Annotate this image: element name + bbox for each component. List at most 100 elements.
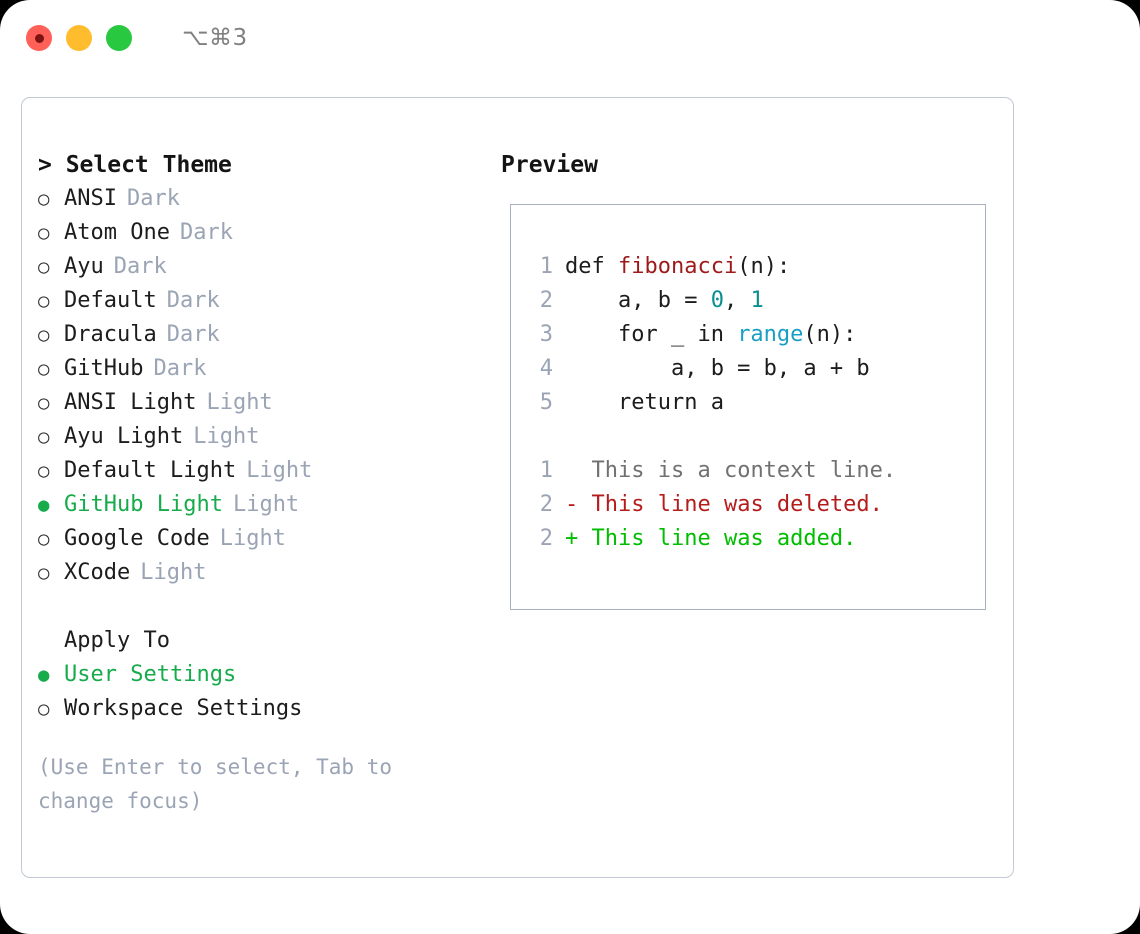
theme-name: ANSI — [64, 186, 117, 211]
theme-variant: Light — [219, 526, 286, 551]
code-token: return a — [565, 390, 724, 415]
theme-variant: Light — [246, 458, 313, 483]
maximize-button[interactable] — [106, 25, 132, 51]
theme-item[interactable]: ○ Ayu Dark — [38, 250, 498, 284]
radio-selected-icon: ● — [38, 494, 50, 516]
theme-name: GitHub — [64, 356, 144, 381]
apply-to-item[interactable]: ○Workspace Settings — [38, 692, 498, 726]
theme-variant: Dark — [166, 322, 220, 347]
code-line: 2 a, b = 0, 1 — [525, 284, 985, 318]
title-bar: ⌥⌘3 — [0, 0, 1140, 76]
theme-variant: Dark — [179, 220, 233, 245]
code-token: (n): — [803, 322, 857, 347]
theme-item[interactable]: ○ ANSI Dark — [38, 182, 498, 216]
code-token: def — [565, 254, 618, 279]
code-token: , — [723, 288, 751, 313]
code-token: for _ in — [565, 322, 738, 347]
theme-name: Default — [64, 288, 157, 313]
theme-name: Dracula — [64, 322, 157, 347]
code-line: 5 return a — [525, 386, 985, 420]
apply-to-item[interactable]: ●User Settings — [38, 658, 498, 692]
diff-sign: - — [565, 492, 592, 517]
code-token: a, b = b, a + b — [565, 356, 870, 381]
code-token: a, b = — [565, 288, 711, 313]
radio-unselected-icon: ○ — [38, 222, 50, 244]
theme-name: Ayu — [64, 254, 104, 279]
theme-name: XCode — [64, 560, 131, 585]
apply-to-list: ●User Settings○Workspace Settings — [38, 658, 498, 726]
radio-unselected-icon: ○ — [38, 188, 50, 210]
code-line: 1 def fibonacci(n): — [525, 250, 985, 284]
code-token: 0 — [710, 288, 724, 313]
diff-line: 2- This line was deleted. — [525, 488, 985, 522]
close-button[interactable] — [26, 25, 52, 51]
theme-variant: Dark — [126, 186, 180, 211]
theme-name: ANSI Light — [64, 390, 197, 415]
code-line: 4 a, b = b, a + b — [525, 352, 985, 386]
keyboard-hint: (Use Enter to select, Tab to change focu… — [38, 755, 393, 813]
theme-variant: Light — [193, 424, 260, 449]
code-blank-line — [525, 420, 985, 454]
diff-text: This line was added. — [591, 526, 857, 551]
line-number: 1 — [539, 254, 553, 279]
line-number: 2 — [539, 288, 553, 313]
theme-item[interactable]: ○ ANSI Light Light — [38, 386, 498, 420]
radio-unselected-icon: ○ — [38, 256, 50, 278]
theme-item[interactable]: ● GitHub Light Light — [38, 488, 498, 522]
code-token: (n): — [737, 254, 791, 279]
theme-item[interactable]: ○ GitHub Dark — [38, 352, 498, 386]
window-controls — [26, 25, 132, 51]
theme-name: Default Light — [64, 458, 237, 483]
code-token: fibonacci — [617, 254, 738, 279]
theme-item[interactable]: ○ XCode Light — [38, 556, 498, 590]
radio-unselected-icon: ○ — [38, 698, 50, 720]
radio-unselected-icon: ○ — [38, 392, 50, 414]
theme-variant: Dark — [113, 254, 167, 279]
line-number: 1 — [539, 458, 553, 483]
preview-header: Preview — [501, 152, 598, 178]
line-number: 2 — [539, 492, 553, 517]
theme-item[interactable]: ○ Dracula Dark — [38, 318, 498, 352]
radio-unselected-icon: ○ — [38, 358, 50, 380]
diff-sign — [565, 454, 592, 488]
theme-item[interactable]: ○ Google Code Light — [38, 522, 498, 556]
list-spacer — [38, 590, 498, 624]
theme-variant: Light — [140, 560, 207, 585]
code-token: range — [737, 322, 804, 347]
minimize-button[interactable] — [66, 25, 92, 51]
diff-line: 2+ This line was added. — [525, 522, 985, 556]
radio-unselected-icon: ○ — [38, 562, 50, 584]
theme-name: GitHub Light — [64, 492, 223, 517]
apply-to-label: User Settings — [64, 662, 237, 687]
select-theme-header: > Select Theme — [38, 152, 232, 178]
radio-unselected-icon: ○ — [38, 290, 50, 312]
apply-to-header: Apply To — [64, 628, 170, 653]
line-number: 2 — [539, 526, 553, 551]
line-number: 5 — [539, 390, 553, 415]
diff-sample: 1 This is a context line.2- This line wa… — [525, 454, 985, 556]
theme-variant: Light — [206, 390, 273, 415]
theme-name: Ayu Light — [64, 424, 184, 449]
radio-unselected-icon: ○ — [38, 528, 50, 550]
theme-name: Google Code — [64, 526, 210, 551]
theme-variant: Dark — [153, 356, 207, 381]
radio-unselected-icon: ○ — [38, 324, 50, 346]
diff-text: This line was deleted. — [591, 492, 883, 517]
keyboard-shortcut-label: ⌥⌘3 — [182, 25, 248, 51]
theme-variant: Light — [232, 492, 300, 517]
theme-item[interactable]: ○ Atom One Dark — [38, 216, 498, 250]
line-number: 3 — [539, 322, 553, 347]
line-number: 4 — [539, 356, 553, 381]
theme-name: Atom One — [64, 220, 170, 245]
